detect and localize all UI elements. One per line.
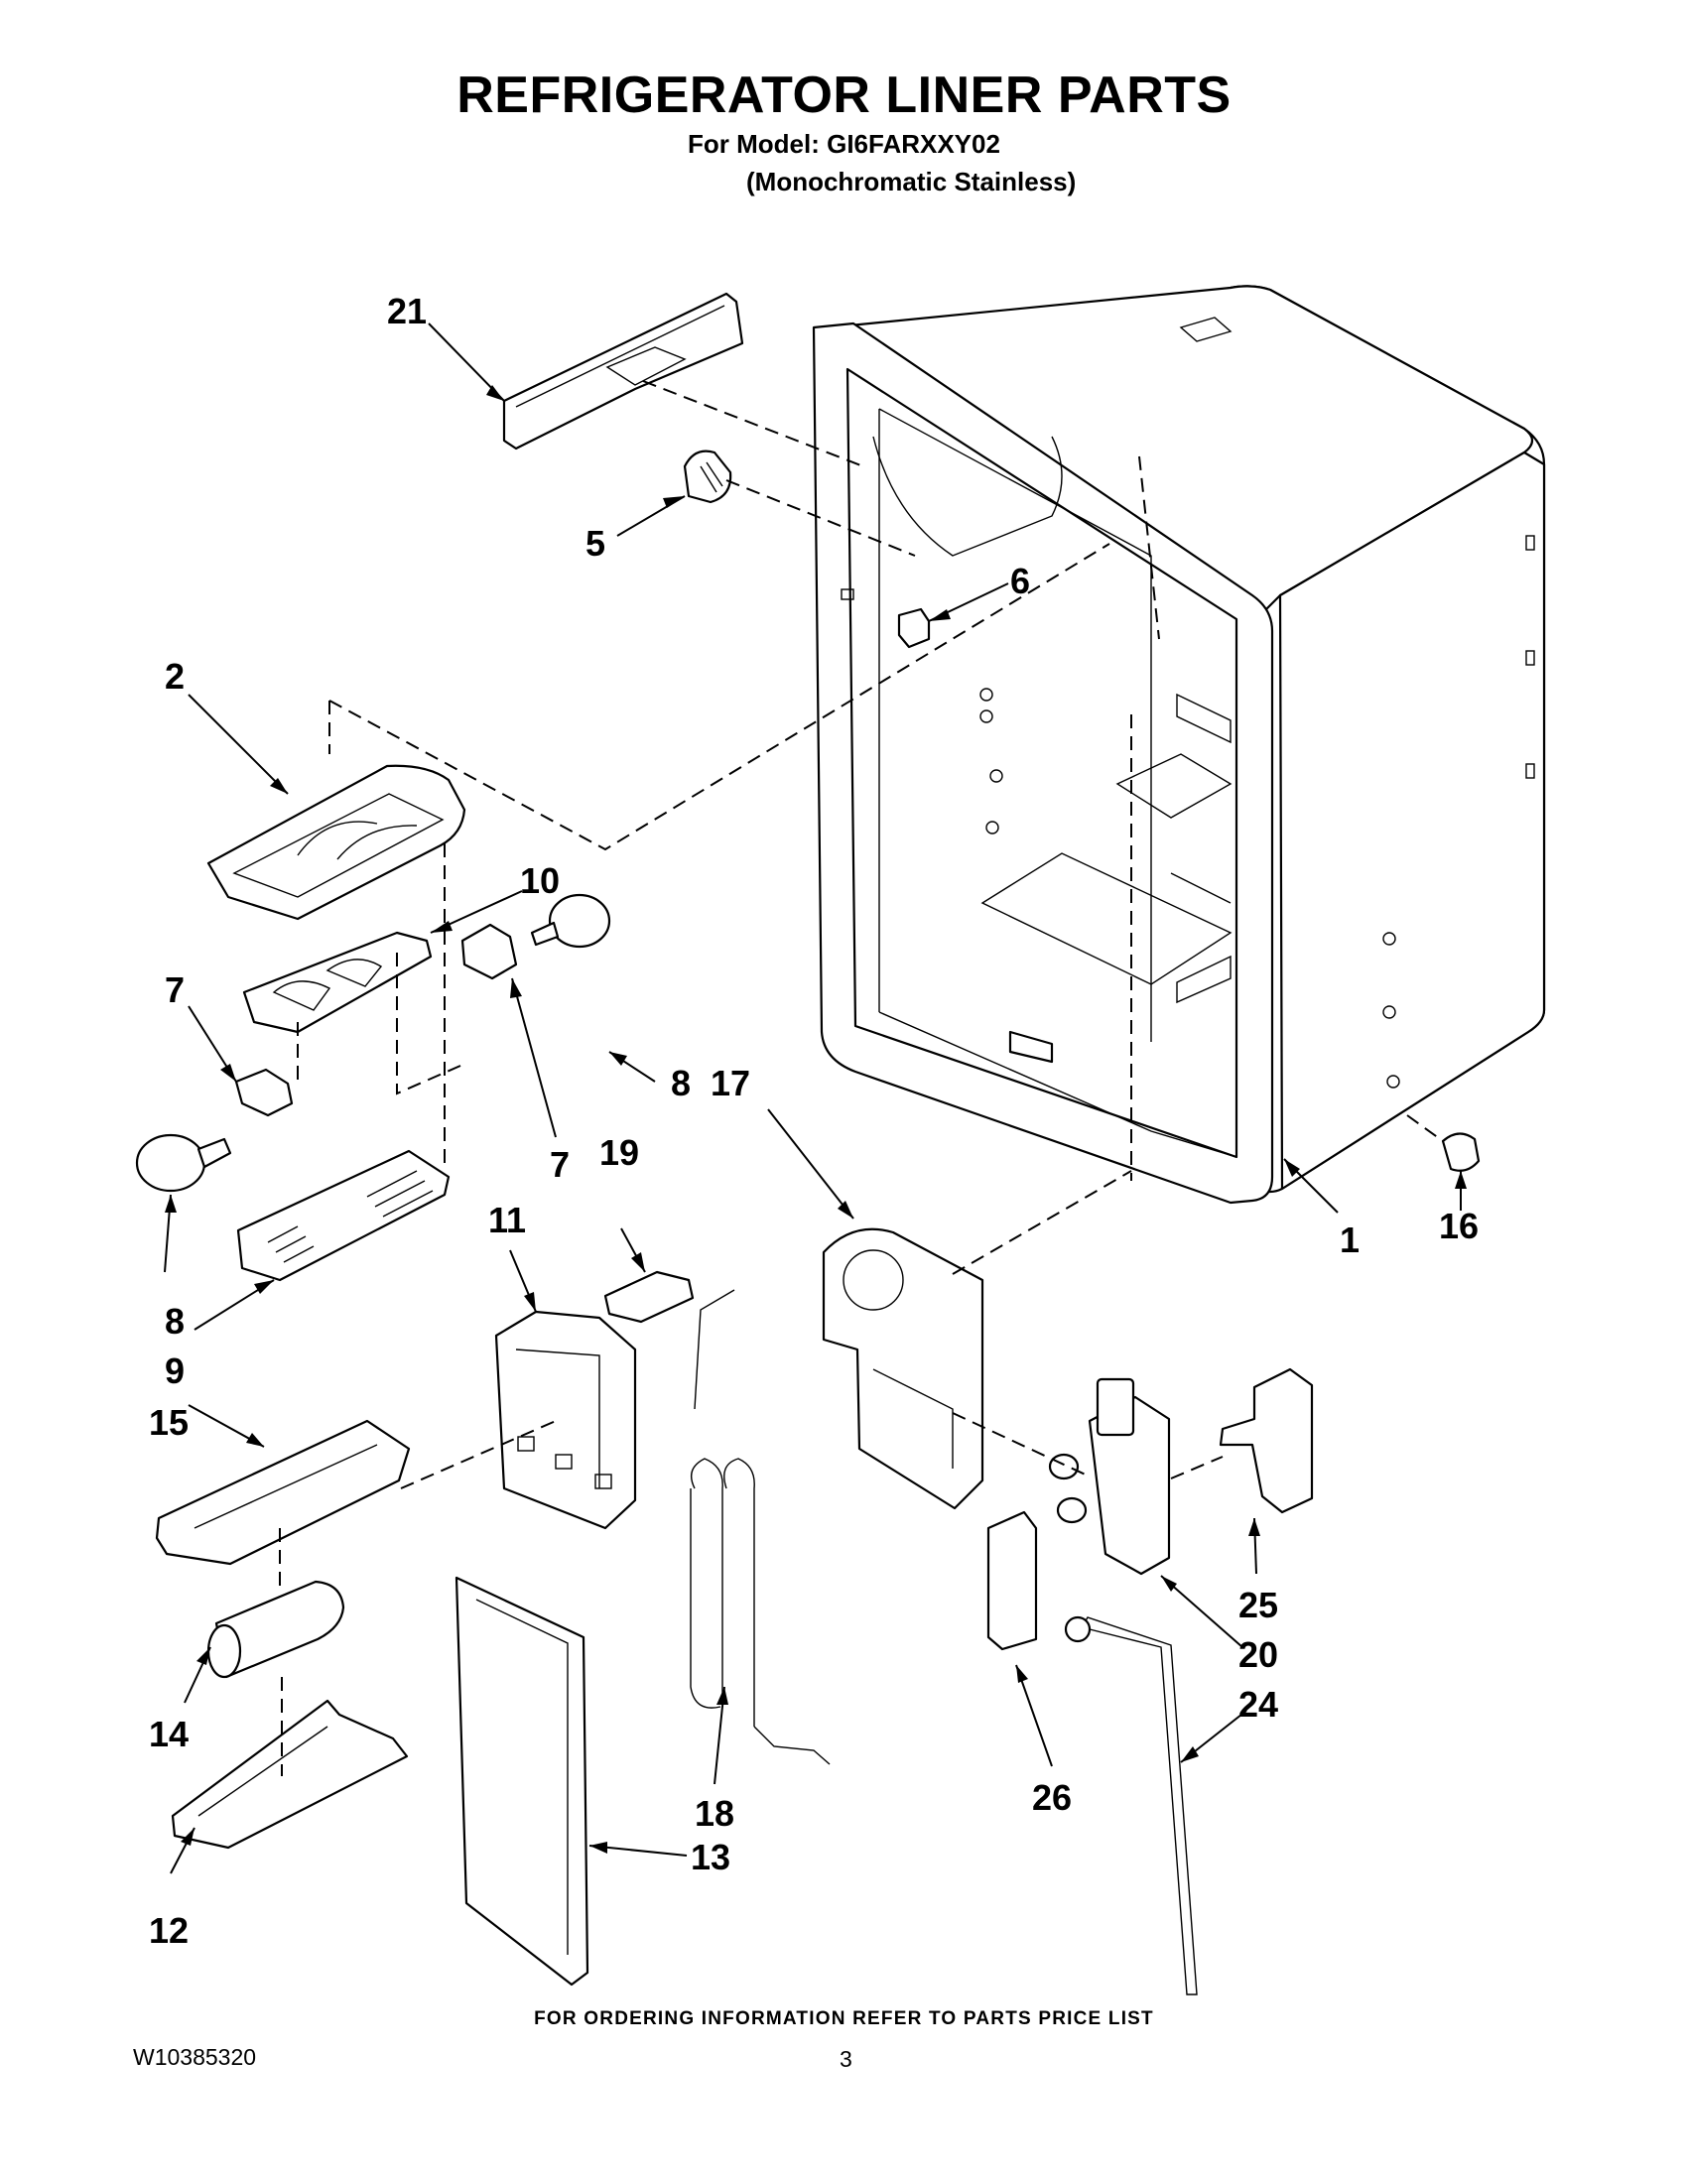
part-15-filter-housing [155, 1419, 411, 1566]
callout-16: 16 [1439, 1206, 1479, 1246]
callout-17: 17 [711, 1063, 750, 1103]
liner-cabinet [812, 285, 1546, 1205]
callout-24: 24 [1238, 1684, 1278, 1725]
callout-20: 20 [1238, 1634, 1278, 1675]
part-14-filter [206, 1580, 345, 1679]
part-8-bulb-left [135, 1133, 232, 1193]
callout-25: 25 [1238, 1585, 1278, 1625]
callout-15: 15 [149, 1402, 189, 1443]
part-24-water-tube [1064, 1615, 1198, 1995]
callout-19: 19 [599, 1132, 639, 1173]
part-25-bracket [1219, 1367, 1314, 1514]
part-12-cover [171, 1699, 409, 1850]
part-2-housing [206, 764, 466, 921]
part-17-bracket [822, 1227, 984, 1510]
callout-21: 21 [387, 291, 427, 331]
page-number: 3 [840, 2046, 852, 2072]
part-6-clip [897, 607, 931, 649]
callout-2: 2 [165, 656, 185, 697]
document-number: W10385320 [133, 2044, 257, 2070]
callout-26: 26 [1032, 1777, 1072, 1818]
page-title: REFRIGERATOR LINER PARTS [456, 66, 1232, 124]
part-7-socket-right [460, 923, 518, 980]
callout-10: 10 [520, 860, 560, 901]
part-20-water-valve [1048, 1377, 1171, 1576]
callout-5: 5 [585, 523, 605, 564]
callout-7-right: 7 [550, 1144, 570, 1185]
part-21-cover [502, 292, 744, 450]
part-26-clip [986, 1510, 1038, 1651]
callout-9: 9 [165, 1350, 185, 1391]
callout-6: 6 [1010, 561, 1030, 601]
part-9-grille [236, 1149, 451, 1282]
part-13-panel [454, 1576, 589, 1987]
callout-12: 12 [149, 1910, 189, 1951]
part-10-lens [242, 931, 433, 1034]
callout-11: 11 [488, 1200, 526, 1240]
callout-18: 18 [695, 1793, 734, 1834]
leader-lines [164, 322, 1467, 1874]
ordering-note: FOR ORDERING INFORMATION REFER TO PARTS … [534, 2008, 1154, 2029]
part-16-plug [1441, 1132, 1481, 1172]
model-line: For Model: GI6FARXXY02 [688, 129, 1000, 159]
callout-8-left: 8 [165, 1301, 185, 1342]
callout-13: 13 [691, 1837, 730, 1877]
callout-8-right: 8 [671, 1063, 691, 1103]
callout-1: 1 [1340, 1220, 1360, 1260]
part-8-bulb-right [530, 893, 611, 949]
callout-numbers: 21 5 6 2 10 7 8 17 19 7 11 16 1 8 9 15 2… [149, 291, 1479, 1951]
reference-dashed-lines [279, 380, 1444, 1776]
part-11-bracket [494, 1310, 637, 1530]
part-5-knob [683, 450, 732, 504]
part-18-tubing [690, 1289, 831, 1765]
callout-7-left: 7 [165, 969, 185, 1010]
variant-line: (Monochromatic Stainless) [746, 167, 1077, 196]
part-19-sensor [603, 1270, 695, 1324]
part-7-socket-left [234, 1068, 294, 1117]
callout-14: 14 [149, 1714, 189, 1754]
